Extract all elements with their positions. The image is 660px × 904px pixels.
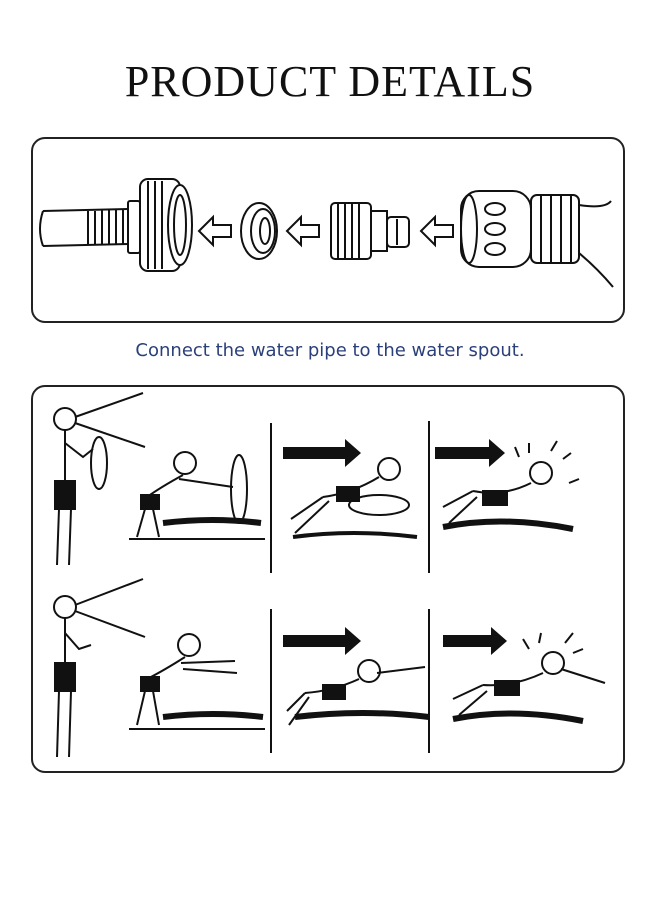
arrow-left-icon <box>285 214 320 248</box>
hose-icon <box>39 208 129 247</box>
arrow-right-icon <box>435 439 505 467</box>
child-crouching-icon <box>129 451 265 540</box>
washer-ring-icon <box>240 202 278 260</box>
quick-coupler-icon <box>460 190 614 288</box>
arrow-left-icon <box>197 214 232 248</box>
child-sliding-icon <box>290 457 418 539</box>
child-splashing-icon <box>442 440 580 532</box>
page-title: PRODUCT DETAILS <box>124 57 536 106</box>
person-holding-hose-icon <box>53 578 146 758</box>
threaded-adapter-icon <box>330 202 410 260</box>
connector-diagram <box>39 178 614 288</box>
instruction-caption: Connect the water pipe to the water spou… <box>135 340 525 361</box>
arrow-right-icon <box>283 439 361 467</box>
nut-connector-icon <box>127 178 193 272</box>
usage-steps-panel <box>31 385 625 773</box>
child-splashing-icon <box>452 632 606 724</box>
child-crouching-icon <box>129 633 265 730</box>
person-holding-hose-icon <box>53 392 146 566</box>
child-sliding-icon <box>286 659 430 726</box>
usage-steps-illustration <box>53 392 606 758</box>
arrow-right-icon <box>283 627 361 655</box>
arrow-left-icon <box>419 214 454 248</box>
connector-diagram-panel <box>31 137 625 323</box>
arrow-right-icon <box>443 627 507 655</box>
